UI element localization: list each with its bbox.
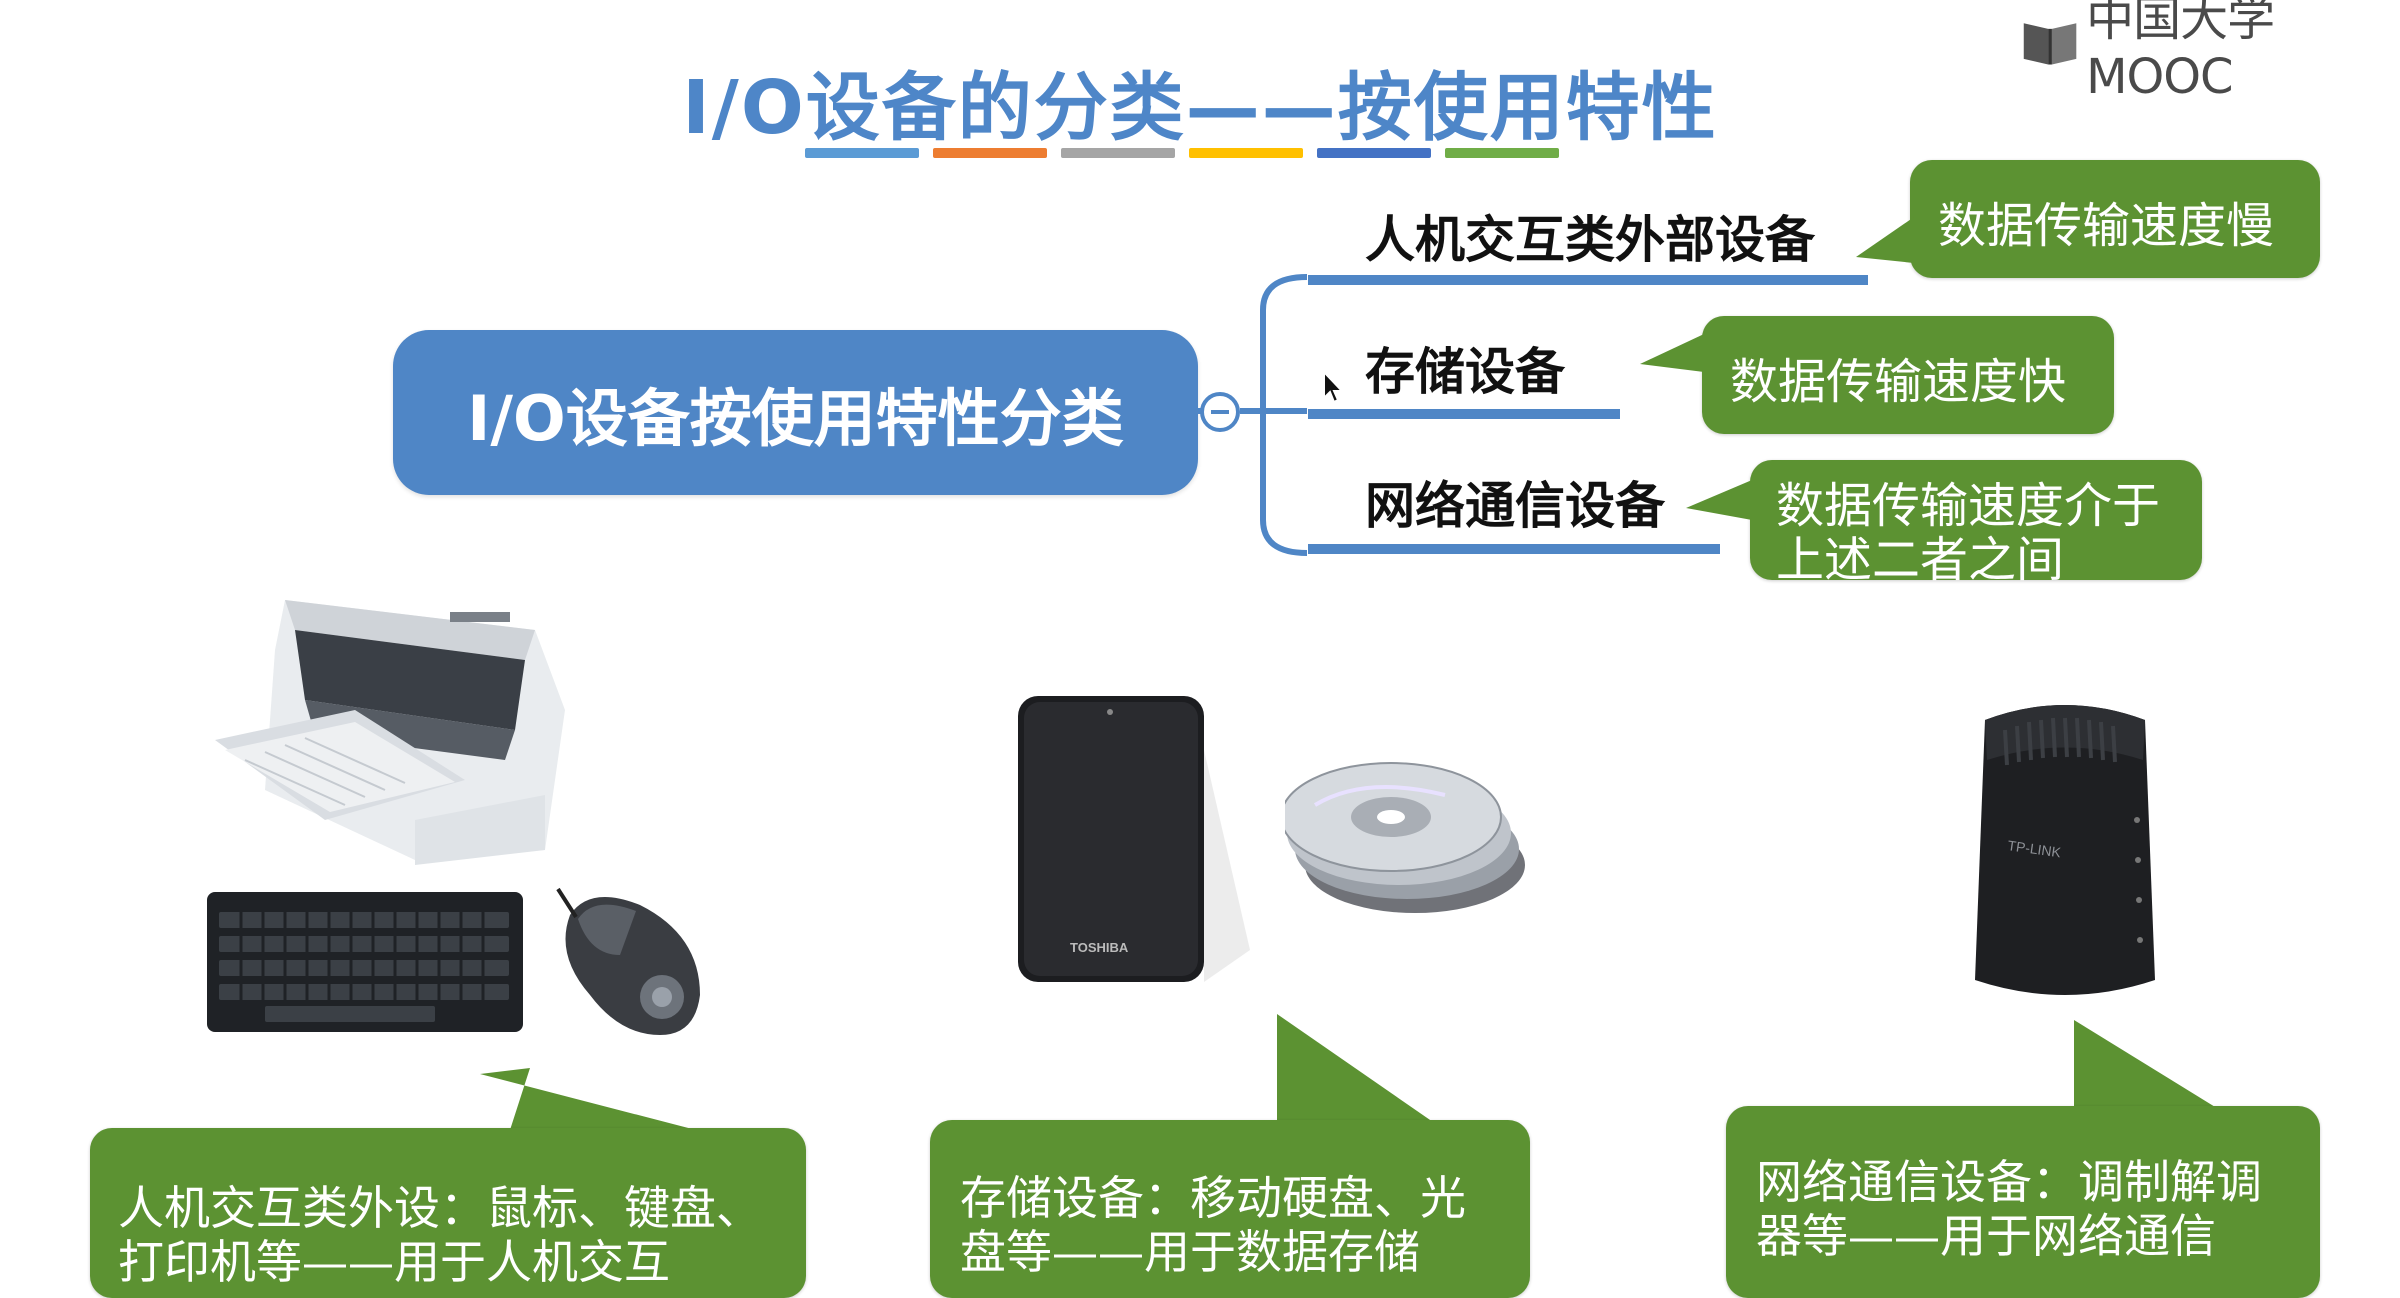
note-text-network-line1: 数据传输速度介于 <box>1776 478 2161 534</box>
root-connector <box>1170 408 1202 414</box>
callout-network-line2: 器等——用于网络通信 <box>1756 1209 2216 1263</box>
title-bar-3 <box>1061 148 1175 158</box>
branch-label-hci[interactable]: 人机交互类外部设备 <box>1365 211 1815 269</box>
title-underline-bars <box>805 148 1559 158</box>
branch-line-hci <box>1308 275 1868 285</box>
optical-discs-image <box>1285 762 1525 913</box>
keyboard-image <box>207 892 523 1032</box>
callout-pointer-hci <box>480 1068 696 1130</box>
callout-storage-line1: 存储设备：移动硬盘、光 <box>960 1171 1466 1225</box>
title-bar-1 <box>805 148 919 158</box>
note-callout-network: 数据传输速度介于 上述二者之间 <box>1750 460 2202 588</box>
router-brand-text: TP-LINK <box>2007 837 2063 860</box>
dot-matrix-printer-image <box>215 600 565 865</box>
note-text-hci: 数据传输速度慢 <box>1938 198 2275 254</box>
callout-storage-devices: 存储设备：移动硬盘、光 盘等——用于数据存储 <box>930 1120 1530 1298</box>
title-bar-2 <box>933 148 1047 158</box>
note-pointer-hci <box>1856 217 1914 263</box>
title-bar-4 <box>1189 148 1303 158</box>
note-pointer-storage <box>1640 334 1704 372</box>
callout-storage-line2: 盘等——用于数据存储 <box>960 1225 1420 1279</box>
title-bar-5 <box>1317 148 1431 158</box>
note-text-network-line2: 上述二者之间 <box>1776 532 2065 588</box>
note-callout-storage: 数据传输速度快 <box>1702 316 2114 434</box>
callout-pointer-network <box>2074 1020 2220 1110</box>
callout-hci-line1: 人机交互类外设：鼠标、键盘、 <box>118 1181 762 1235</box>
callout-hci-devices: 人机交互类外设：鼠标、键盘、 打印机等——用于人机交互 <box>90 1128 806 1298</box>
callout-hci-line2: 打印机等——用于人机交互 <box>118 1235 670 1289</box>
title-bar-6 <box>1445 148 1559 158</box>
computer-mouse-image <box>556 887 700 1035</box>
mooc-logo: 中国大学MOOC <box>2020 0 2400 105</box>
callout-network-devices: 网络通信设备：调制解调 器等——用于网络通信 <box>1726 1106 2320 1298</box>
mindmap-root-node[interactable]: I/O设备按使用特性分类 <box>393 330 1198 495</box>
note-text-storage: 数据传输速度快 <box>1730 354 2067 410</box>
branch-label-network[interactable]: 网络通信设备 <box>1365 477 1665 535</box>
page-title: I/O设备的分类——按使用特性 <box>682 65 1718 151</box>
note-callout-hci: 数据传输速度慢 <box>1910 160 2320 278</box>
branch-spine <box>1260 274 1308 556</box>
book-logo-icon <box>2023 23 2077 65</box>
logo-text: 中国大学MOOC <box>2086 0 2275 105</box>
mouse-pointer-icon <box>1323 370 1345 404</box>
callout-pointer-storage <box>1277 1014 1433 1122</box>
external-hard-drive-image: TOSHIBA <box>1018 696 1250 982</box>
collapse-toggle-icon[interactable] <box>1200 392 1240 432</box>
branch-label-storage[interactable]: 存储设备 <box>1365 343 1565 401</box>
callout-network-line1: 网络通信设备：调制解调 <box>1756 1155 2262 1209</box>
drive-brand-text: TOSHIBA <box>1070 940 1129 955</box>
modem-router-image: TP-LINK <box>1975 705 2155 995</box>
branch-line-network <box>1308 544 1720 554</box>
branch-line-storage <box>1308 409 1620 419</box>
note-pointer-network <box>1686 480 1752 520</box>
